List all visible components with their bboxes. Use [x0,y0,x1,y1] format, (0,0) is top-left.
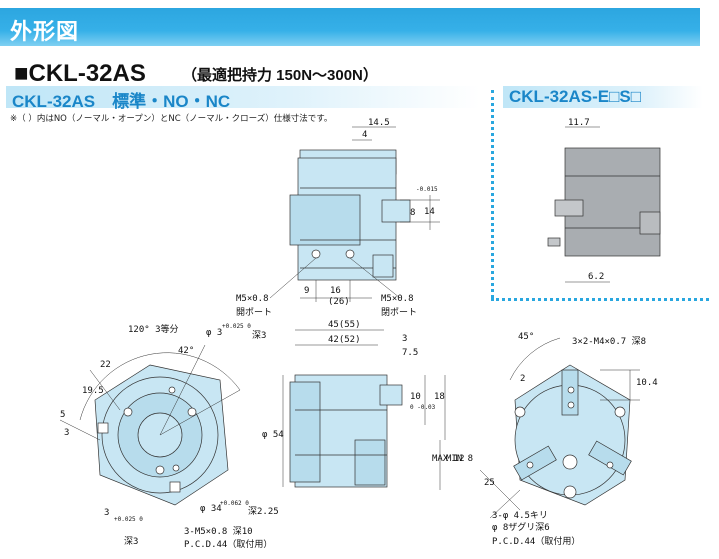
dim-25: 25 [484,478,495,488]
port-right-label: 閉ポート [381,308,418,318]
side-view-top [289,149,411,281]
variant-border-horizontal [491,298,709,301]
dim-phi3-tol: +0.025 0 [222,323,251,330]
port-right: M5×0.8 [381,294,414,304]
side-view-middle [289,374,403,488]
dim-m5: 3-M5×0.8 深10 [184,527,253,537]
dim-3b: 3 [402,334,408,344]
model-subtitle: （最適把持力 150N〜300N） [182,67,378,84]
dim-45: 45(55) [328,320,361,330]
dim-5: 5 [60,410,66,420]
dim-3c-tol: +0.025 0 [114,516,143,523]
dim-19-5: 19.5 [82,386,104,396]
angle-120: 120° 3等分 [128,325,179,335]
pcd-right: P.C.D.44（取付用） [492,537,581,547]
dim-phi34: φ 34 [200,504,222,514]
dim-9: 9 [304,286,310,296]
dim-deep3b: 深3 [124,537,139,547]
dim-3: 3 [64,428,70,438]
section-tab-standard-label: CKL-32AS 標準・NO・NC [12,92,231,111]
port-left: M5×0.8 [236,294,269,304]
dim-m4: 3×2-M4×0.7 深8 [572,337,647,347]
dim-10-tol: 0 -0.03 [410,404,436,411]
pcd-left: P.C.D.44（取付用） [184,540,273,550]
dim-14: 14 [424,207,435,217]
title-banner: 外形図 [0,8,700,46]
dim-3c: 3 [104,508,110,518]
section-tab-standard: CKL-32AS 標準・NO・NC [6,86,480,111]
front-view-right [513,364,632,506]
dim-deep3: 深3 [252,331,267,341]
variant-side-view [547,147,661,257]
dim-phi34-tol: +0.062 0 [220,500,249,507]
dim-phi4-5: 3-φ 4.5キリ [492,511,548,521]
port-left-label: 開ポート [236,308,273,318]
dim-phi54: φ 54 [262,430,284,440]
dim-7-5: 7.5 [402,348,419,358]
dim-phi3: φ 3 [206,328,223,338]
angle-42: 42° [178,346,195,356]
dim-42: 42(52) [328,335,361,345]
dim-10: 10 [410,392,421,402]
front-view-left [94,364,229,506]
dim-8-tol: -0.015 [416,186,438,193]
dim-deep2-25: 深2.25 [248,507,279,517]
spec-note: ※（ ）内はNO（ノーマル・オープン）とNC（ノーマル・クローズ）仕様寸法です。 [10,114,333,124]
dim-16: 16 [330,286,341,296]
dim-14-5: 14.5 [368,118,390,128]
dim-max12: MAX 12 [432,454,465,464]
section-tab-variant-label: CKL-32AS-E□S□ [509,87,641,106]
angle-45: 45° [518,332,535,342]
dim-8: 8 [410,208,416,218]
dim-min8: MIN 8 [446,454,474,464]
dim-4: 4 [362,130,368,140]
variant-border-vertical [491,90,494,298]
section-tab-variant: CKL-32AS-E□S□ [503,86,703,108]
dim-11-7: 11.7 [568,118,590,128]
dim-phi8: φ 8ザグリ深6 [492,523,550,533]
dim-10-4: 10.4 [636,378,658,388]
banner-title: 外形図 [10,20,80,45]
dim-22: 22 [100,360,111,370]
dim-18: 18 [434,392,445,402]
dim-26: (26) [328,297,350,307]
dim-6-2: 6.2 [588,272,605,282]
dim-2: 2 [520,374,526,384]
model-name: ■CKL-32AS [14,60,146,87]
